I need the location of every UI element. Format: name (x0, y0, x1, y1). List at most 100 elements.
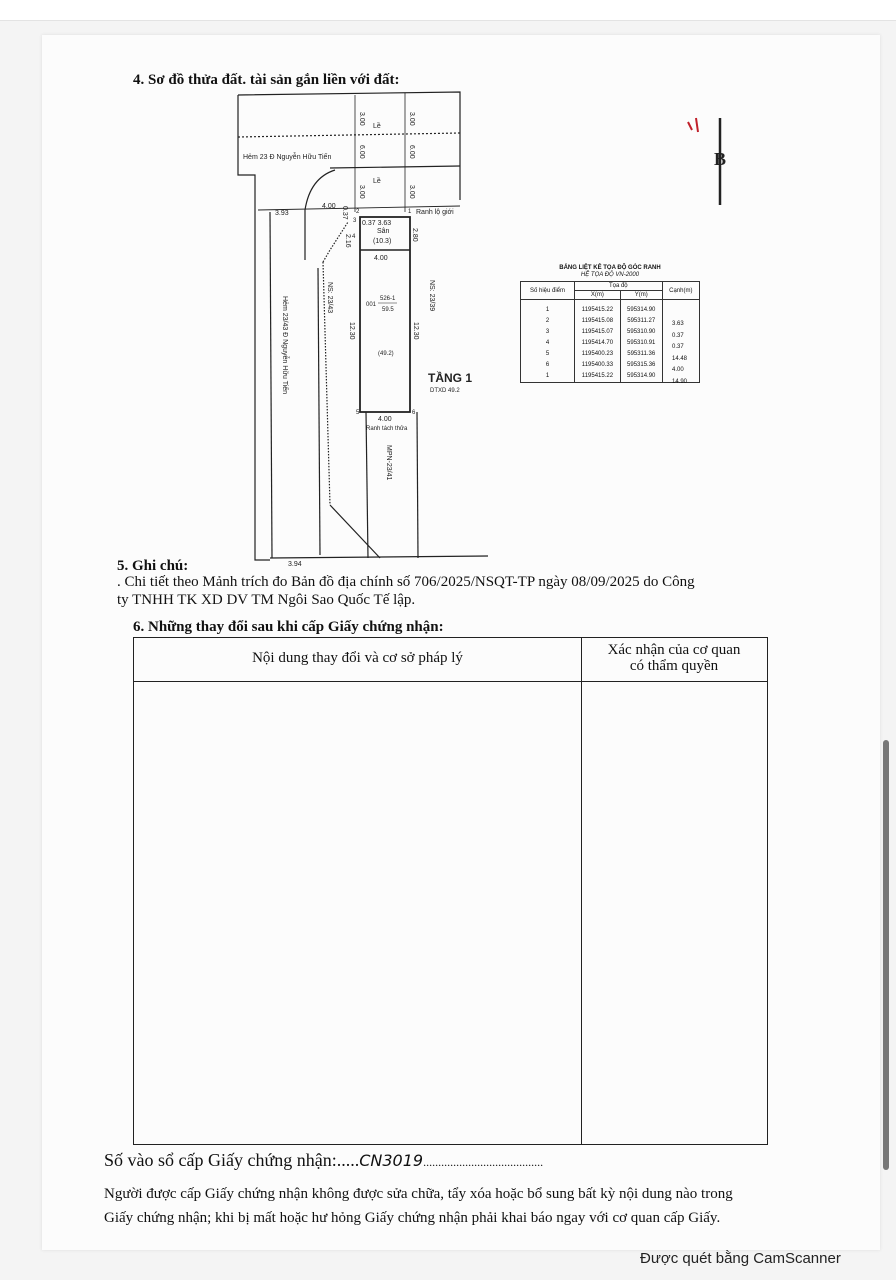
alley-centerline (237, 132, 461, 138)
coord-edge-length: 3.63 (672, 321, 684, 327)
alley-top-label: Hẻm 23 Đ Nguyễn Hữu Tiến (243, 152, 331, 161)
coord-cell-y: 595310.90 (619, 326, 663, 338)
dim-037-363: 0.37 3.63 (362, 220, 391, 227)
coord-cell-x: 1195415.22 (574, 299, 621, 316)
top-bar (0, 0, 896, 21)
scanned-page (42, 35, 880, 1250)
dim-label: 3.00 (408, 185, 415, 199)
alley-outline (237, 91, 461, 561)
section-6-heading: 6. Những thay đổi sau khi cấp Giấy chứng… (133, 619, 444, 635)
coord-cell-point: 2 (519, 315, 575, 327)
dim-280: 2.80 (411, 228, 418, 242)
point-2: 2 (356, 209, 360, 215)
sidewalk-line (329, 165, 461, 169)
dim-label: 3.00 (358, 185, 365, 199)
point-6: 6 (412, 410, 416, 416)
coord-cell-x: 1195414.70 (574, 337, 621, 349)
road-boundary-label: Ranh lộ giới (416, 209, 454, 216)
dim-400-bottom: 4.00 (378, 416, 392, 423)
neighbor-right: NS: 23/39 (428, 280, 435, 311)
point-5: 5 (356, 410, 360, 416)
coord-cell-y: 595310.91 (619, 337, 663, 349)
coordinate-table: BẢNG LIỆT KÊ TỌA ĐỘ GÓC RANH HỆ TỌA ĐỘ V… (519, 265, 701, 383)
coord-cell-edge-spacer (661, 348, 700, 360)
changes-table: Nội dung thay đổi và cơ sở pháp lý Xác n… (133, 637, 768, 1145)
dim-394: 3.94 (288, 561, 302, 568)
coord-cell-point: 4 (519, 337, 575, 349)
coord-table-title: BẢNG LIỆT KÊ TỌA ĐỘ GÓC RANH (559, 265, 661, 271)
coord-edge-length: 0.37 (672, 344, 684, 350)
coord-cell-y: 595311.27 (619, 315, 663, 327)
col-header-content: Nội dung thay đổi và cơ sở pháp lý (252, 650, 463, 666)
coord-edge-length: 14.90 (672, 378, 688, 385)
coord-cell-point: 3 (519, 326, 575, 338)
coord-cell-edge-spacer (661, 326, 700, 338)
point-3: 3 (353, 218, 357, 224)
header-x: X(m) (574, 290, 621, 300)
coord-cell-y: 595314.90 (619, 299, 663, 316)
registry-dots: ........................................ (423, 1155, 544, 1169)
north-label: B (714, 149, 726, 169)
floor-area: (49.2) (378, 351, 394, 357)
coord-edge-length: 0.37 (672, 332, 684, 339)
registry-label: Số vào sổ cấp Giấy chứng nhận:..... (104, 1150, 360, 1170)
corner-curve (304, 169, 336, 260)
split-boundary-label: Ranh tách thửa (366, 425, 408, 432)
neighbor-bottom: MPN-23/41 (385, 445, 392, 481)
point-4: 4 (352, 234, 356, 240)
dim-037: 0.37 (341, 206, 348, 220)
coord-cell-point: 1 (519, 299, 575, 316)
coord-edge-length: 4.00 (672, 367, 684, 373)
warning-line-1: Người được cấp Giấy chứng nhận không đượ… (104, 1186, 733, 1202)
yard-area: (10.3) (373, 238, 391, 245)
dim-400-mid: 4.00 (374, 255, 388, 262)
coord-cell-x: 1195415.08 (574, 315, 621, 327)
coord-edge-length: 14.48 (672, 355, 688, 362)
col-header-confirm-line2: có thẩm quyền (629, 658, 719, 674)
header-y: Y(m) (619, 290, 663, 300)
dim-400-top: 4.00 (322, 203, 336, 210)
col-header-confirm-line1: Xác nhận của cơ quan (607, 642, 741, 658)
note-line-2: ty TNHH TK XD DV TM Ngôi Sao Quốc Tế lập… (117, 592, 416, 608)
lower-right-line (416, 411, 419, 559)
warning-line-2: Giấy chứng nhận; khi bị mất hoặc hư hỏng… (104, 1210, 721, 1226)
parcel-number: 526-1 (380, 296, 396, 302)
coord-cell-y: 595315.36 (619, 359, 663, 371)
coord-cell-edge-spacer (661, 299, 700, 316)
dim-label: 3.00 (358, 112, 365, 126)
neighbor-left: NS: 23/43 (326, 282, 333, 313)
registry-number: CN3019 (359, 1151, 424, 1170)
dim-label: 3.00 (408, 112, 415, 126)
registry-line: Số vào sổ cấp Giấy chứng nhận:.....CN301… (104, 1150, 543, 1171)
dim-216: 2.16 (344, 234, 351, 248)
scrollbar[interactable] (883, 740, 889, 1170)
note-line-1: . Chi tiết theo Mảnh trích đo Bản đồ địa… (117, 574, 695, 590)
road-boundary-line (257, 205, 461, 211)
coord-cell-y: 595311.36 (619, 348, 663, 360)
neighbor-dotted-boundary (322, 221, 349, 263)
coord-cell-edge-spacer (661, 370, 700, 382)
coord-cell-edge-spacer (661, 359, 700, 371)
dim-1230-left: 12.30 (348, 322, 355, 340)
sidewalk-label-2: Lề (373, 176, 381, 185)
coord-cell-point: 6 (519, 359, 575, 371)
yard-label: Sân (377, 228, 390, 235)
dim-1230-right: 12.30 (412, 322, 419, 340)
sidewalk-label-1: Lề (373, 121, 381, 130)
floor-label: TẦNG 1 (428, 370, 472, 385)
coord-cell-point: 1 (519, 370, 575, 382)
section-5-heading: 5. Ghi chú: (117, 558, 189, 574)
header-point: Số hiệu điểm (519, 281, 576, 300)
dim-393: 3.93 (275, 210, 289, 217)
coord-table-subtitle: HỆ TỌA ĐỘ VN-2000 (580, 272, 640, 278)
left-inner-line (317, 267, 321, 556)
coord-cell-point: 5 (519, 348, 575, 360)
coord-cell-x: 1195415.07 (574, 326, 621, 338)
coord-cell-edge-spacer (661, 315, 700, 327)
